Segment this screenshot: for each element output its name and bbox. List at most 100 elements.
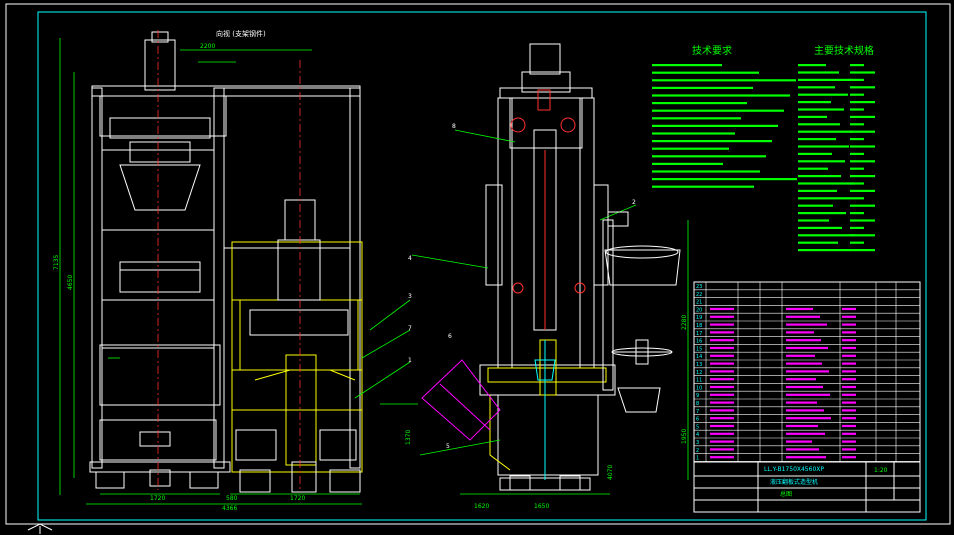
table-cell-code bbox=[710, 339, 734, 342]
spec-value-line bbox=[850, 182, 864, 185]
side-view-red-details bbox=[510, 89, 586, 330]
table-cell-name bbox=[786, 401, 817, 404]
table-row-number: 18 bbox=[696, 323, 702, 329]
front-view-inner-white bbox=[235, 199, 361, 493]
side-view-hidden-lines bbox=[487, 339, 607, 471]
table-row-number: 10 bbox=[696, 385, 702, 391]
note-line bbox=[652, 64, 722, 67]
spec-value-line bbox=[850, 152, 864, 155]
callout-5: 5 bbox=[446, 443, 450, 450]
spec-value-line bbox=[850, 234, 875, 237]
callout-6: 6 bbox=[448, 333, 452, 340]
table-row-number: 3 bbox=[696, 440, 699, 446]
table-cell-code bbox=[710, 354, 734, 357]
table-cell-name bbox=[786, 346, 828, 350]
spec-value-line bbox=[850, 64, 864, 67]
table-cell-name bbox=[786, 370, 829, 373]
table-cell-material bbox=[842, 331, 856, 334]
spec-value-line bbox=[850, 167, 864, 170]
note-line bbox=[652, 132, 735, 135]
spec-value-line bbox=[850, 101, 875, 104]
callout-3: 3 bbox=[408, 293, 412, 300]
table-cell-code bbox=[710, 424, 734, 428]
callout-7: 7 bbox=[408, 325, 412, 332]
note-line bbox=[652, 102, 747, 105]
spec-label-line bbox=[798, 86, 835, 89]
table-cell-material bbox=[842, 393, 856, 396]
side-view-magenta-details bbox=[421, 359, 501, 441]
table-row-number: 12 bbox=[696, 370, 702, 376]
spec-label-line bbox=[798, 101, 831, 104]
spec-value-line bbox=[850, 197, 864, 200]
spec-label-line bbox=[798, 93, 848, 96]
note-line bbox=[652, 155, 766, 158]
table-row-number: 13 bbox=[696, 362, 702, 368]
table-cell-name bbox=[786, 315, 820, 318]
spec-value-line bbox=[850, 175, 875, 178]
dim-front-height-main: 7135 bbox=[53, 255, 60, 270]
specs-lines bbox=[798, 64, 875, 252]
spec-value-line bbox=[850, 78, 864, 81]
table-cell-material bbox=[842, 307, 856, 311]
table-cell-name bbox=[786, 354, 815, 357]
spec-label-line bbox=[798, 71, 839, 74]
table-cell-material bbox=[842, 378, 856, 381]
title-scale: 1:20 bbox=[874, 467, 888, 474]
callout-8: 8 bbox=[452, 123, 456, 130]
title-name: 液压翻板式造型机 bbox=[770, 478, 818, 486]
table-cell-code bbox=[710, 401, 734, 404]
sheet-border-inner bbox=[37, 11, 927, 521]
spec-label-line bbox=[798, 219, 829, 222]
dim-front-height-inner: 4650 bbox=[67, 275, 74, 290]
table-cell-code bbox=[710, 385, 734, 389]
table-cell-code bbox=[710, 440, 734, 443]
table-cell-name bbox=[786, 417, 831, 420]
table-cell-code bbox=[710, 315, 734, 318]
ucs-icon bbox=[27, 523, 53, 534]
table-row-number: 2 bbox=[696, 448, 699, 454]
table-cell-name bbox=[786, 339, 821, 342]
table-cell-name bbox=[786, 409, 824, 412]
spec-value-line bbox=[850, 145, 875, 148]
table-cell-name bbox=[786, 456, 826, 459]
spec-label-line bbox=[798, 249, 851, 252]
spec-value-line bbox=[850, 160, 875, 163]
front-view-title: 向视 (支架钢件) bbox=[216, 29, 266, 38]
table-cell-material bbox=[842, 362, 856, 365]
table-row-number: 19 bbox=[696, 315, 702, 321]
spec-label-line bbox=[798, 204, 833, 207]
front-view-dimensions bbox=[59, 38, 411, 505]
spec-value-line bbox=[850, 115, 875, 118]
spec-label-line bbox=[798, 212, 846, 215]
notes-lines bbox=[652, 64, 797, 188]
table-row-number: 20 bbox=[696, 307, 702, 313]
note-line bbox=[652, 185, 754, 188]
table-cell-material bbox=[842, 315, 856, 318]
spec-label-line bbox=[798, 160, 845, 163]
table-row-number: 6 bbox=[696, 417, 699, 423]
title-model: LL.Y-B1750X4560XP bbox=[764, 466, 824, 473]
note-line bbox=[652, 147, 729, 150]
table-row-number: 14 bbox=[696, 354, 702, 360]
spec-label-line bbox=[798, 189, 837, 192]
title-block bbox=[694, 461, 920, 512]
note-line bbox=[652, 117, 741, 120]
table-cell-name bbox=[786, 440, 812, 443]
spec-value-line bbox=[850, 189, 875, 192]
table-row-number: 9 bbox=[696, 393, 699, 399]
spec-value-line bbox=[850, 226, 864, 229]
dim-side-base-left: 1620 bbox=[474, 503, 489, 510]
table-row-number: 5 bbox=[696, 424, 699, 430]
spec-value-line bbox=[850, 138, 864, 141]
table-cell-code bbox=[710, 448, 734, 451]
table-cell-code bbox=[710, 307, 734, 311]
note-line bbox=[652, 140, 772, 143]
table-cell-name bbox=[786, 393, 830, 396]
note-line bbox=[652, 94, 790, 97]
table-cell-code bbox=[710, 362, 734, 365]
table-cell-name bbox=[786, 307, 813, 311]
spec-value-line bbox=[850, 249, 875, 252]
table-cell-material bbox=[842, 440, 856, 443]
spec-label-line bbox=[798, 167, 828, 170]
